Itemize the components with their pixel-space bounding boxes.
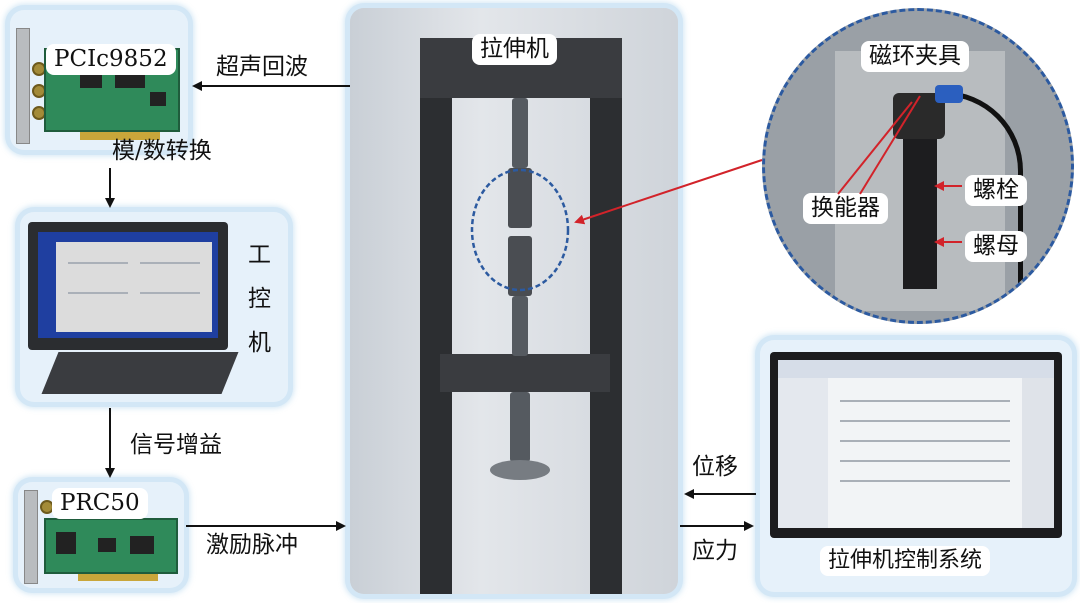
prc50-label: PRC50 [52,488,148,520]
excitation-pulse-label: 激励脉冲 [206,532,298,558]
cable-connector [935,85,963,103]
data-row [840,420,1010,422]
data-row [840,460,1010,462]
stress-label: 应力 [692,538,738,564]
waveform-line [140,292,200,294]
transducer-label: 换能器 [803,193,888,225]
data-row [840,480,1010,482]
ad-conversion-label: 模/数转换 [112,138,212,164]
ipc-panel: 工 控 机 [20,212,288,402]
ipc-label-2: 控 [248,286,271,312]
screen-right-buttons [1022,378,1054,528]
pci-edge-connector [80,132,160,140]
specimen-lower [508,236,532,296]
displacement-label: 位移 [692,454,738,480]
tensile-machine-label: 拉伸机 [472,34,557,66]
left-column [420,38,452,594]
chip [150,92,166,106]
waveform-line [140,262,200,264]
load-rod [510,392,530,462]
ipc-label-3: 机 [248,330,271,356]
waveform-line [68,262,128,264]
specimen-upper [508,168,532,228]
signal-gain-label: 信号增益 [130,432,222,458]
chip [130,536,154,554]
screen-toolbar [778,360,1054,378]
software-window [56,242,212,332]
waveform-line [68,292,128,294]
tensile-machine-panel: 拉伸机 [350,8,678,594]
chip [56,532,76,554]
card-bracket [24,490,38,584]
ultrasonic-echo-label: 超声回波 [216,54,308,80]
middle-crossbeam [440,354,610,392]
nut-label: 螺母 [965,231,1027,263]
prc50-panel: PRC50 [18,482,184,588]
upper-grip [512,98,528,168]
zoom-target-ellipse [470,168,570,292]
control-system-label: 拉伸机控制系统 [820,546,991,577]
right-column [590,38,622,594]
lower-grip [512,296,528,356]
pcic9852-panel: PCIc9852 [10,10,188,150]
zoom-circle: 磁环夹具 换能器 螺栓 螺母 [762,8,1074,324]
data-row [840,440,1010,442]
data-row [840,400,1010,402]
screen-sidebar [778,378,828,528]
magnetic-ring-fixture-label: 磁环夹具 [861,41,969,73]
base-plate [490,460,550,480]
ipc-label-1: 工 [248,242,271,268]
laptop-keyboard [41,352,239,394]
pcic9852-label: PCIc9852 [46,44,176,76]
control-system-panel: 拉伸机控制系统 [760,340,1072,592]
pci-edge-connector [78,574,158,581]
chip [98,538,116,552]
bolt-label: 螺栓 [965,175,1027,207]
bolt-body [903,139,937,289]
card-bracket [16,28,30,144]
